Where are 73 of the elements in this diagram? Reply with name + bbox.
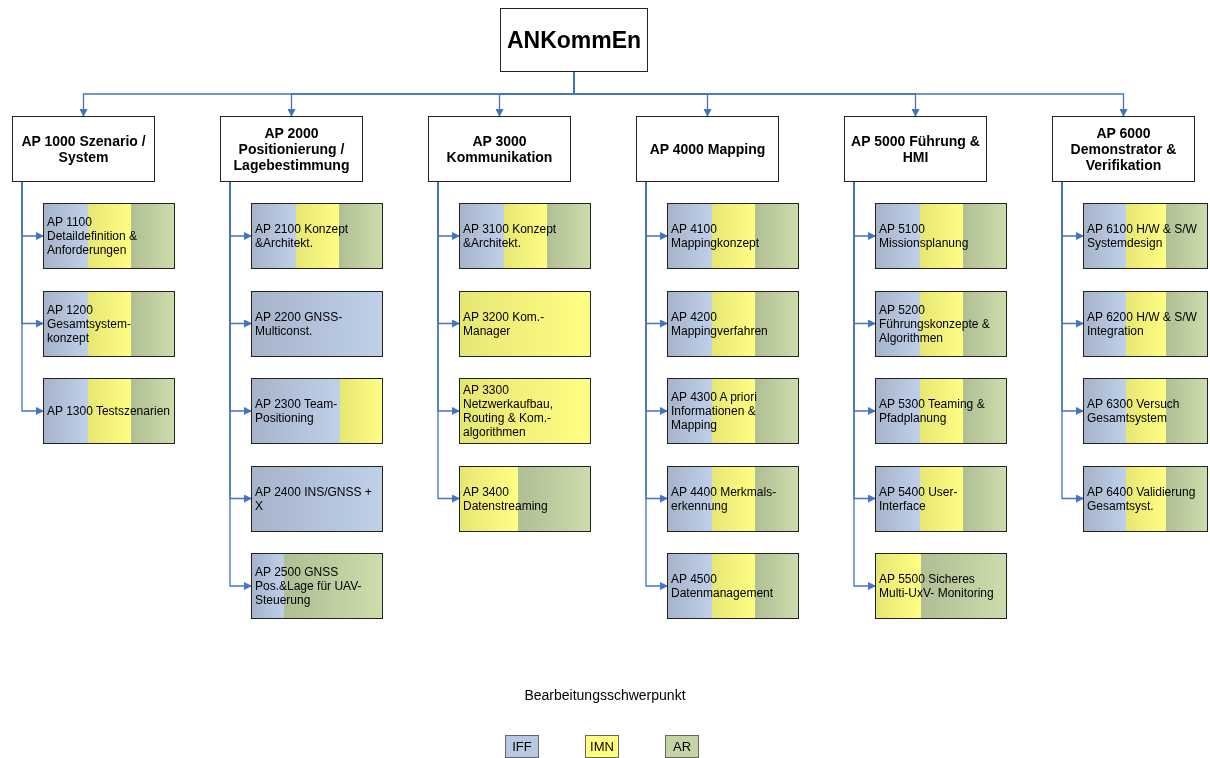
sub-package-box [667,553,799,619]
package-label: AP 5300 Teaming & Pfadplanung [879,397,986,425]
package-label: AP 6100 H/W & S/W Systemdesign [1087,222,1198,250]
package-label: AP 3200 Kom.- Manager [463,309,546,338]
work-package-box [428,116,571,182]
legend-heading: Bearbeitungsschwerpunkt [523,687,687,703]
package-label: AP 4100 Mappingkonzept [671,222,761,250]
work-package-box [220,116,363,182]
package-label: AP 5200 Führungskonzepte & Algorithmen [879,302,991,345]
package-label: AP 6000 Demonstrator & Verifikation [1069,125,1178,173]
arrow [21,181,44,415]
package-label: AP 4200 Mappingverfahren [671,309,769,338]
package-label: AP 5000 Führung & HMI [851,133,980,165]
package-label: AP 5100 Missionsplanung [879,222,970,250]
project-title: ANKommEn [506,26,642,54]
sub-package-box [459,465,591,532]
sub-package-box [667,378,799,444]
package-label: AP 2100 Konzept &Architekt. [255,222,350,250]
sub-package-box [251,290,383,357]
package-label: AP 3100 Konzept &Architekt. [463,222,558,250]
package-label: AP 2500 GNSS Pos.&Lage für UAV-Steuerung [255,565,363,607]
sub-package-box [667,290,799,357]
sub-package-box [43,203,175,269]
sub-package-box [251,203,383,269]
package-label: AP 2200 GNSS-Multiconst. [255,309,344,338]
arrow [437,181,460,503]
package-label: AP 3400 Datenstreaming [463,484,549,513]
sub-package-box [43,378,175,444]
package-label: AP 4400 Merkmals- erkennung [671,484,778,513]
package-label: AP 1300 Testszenarien [47,404,170,418]
sub-package-box [875,378,1007,444]
sub-package-box [667,203,799,269]
package-label: AP 2000 Positionierung / Lagebestimmung [232,125,351,173]
sub-package-box [875,465,1007,532]
package-label: AP 3000 Kommunikation [445,133,554,165]
legend-label: AR [672,739,692,754]
sub-package-box [667,465,799,532]
package-label: AP 2300 Team-Positioning [255,397,339,425]
sub-package-box [1083,465,1208,532]
project-box [500,8,648,72]
work-package-box [12,116,155,182]
package-label: AP 6300 Versuch Gesamtsystem [1087,397,1181,425]
sub-package-box [1083,290,1208,357]
sub-package-box [875,553,1007,619]
package-label: AP 5400 User-Interface [879,484,959,513]
package-label: AP 1000 Szenario / System [20,133,147,165]
package-label: AP 1100 Detaildefinition & Anforderungen [47,215,139,257]
legend-label: IMN [590,739,614,754]
work-package-box [636,116,779,182]
sub-package-box [459,203,591,269]
package-label: AP 1200 Gesamtsystem- konzept [47,302,132,345]
sub-package-box [459,378,591,444]
sub-package-box [875,203,1007,269]
sub-package-box [459,290,591,357]
sub-package-box [875,290,1007,357]
package-label: AP 2400 INS/GNSS + X [255,484,373,513]
sub-package-box [1083,378,1208,444]
package-label: AP 6400 Validierung Gesamtsyst. [1087,484,1197,513]
package-label: AP 3300 Netzwerkaufbau, Routing & Kom.- algorithmen [463,383,555,439]
work-package-box [844,116,987,182]
sub-package-box [1083,203,1208,269]
work-package-box [1052,116,1195,182]
package-label: AP 4000 Mapping [649,141,766,157]
package-label: AP 6200 H/W & S/W Integration [1087,309,1198,338]
sub-package-box [251,465,383,532]
sub-package-box [43,290,175,357]
package-label: AP 4500 Datenmanagement [671,572,775,600]
legend-label: IFF [512,739,532,754]
sub-package-box [251,553,383,619]
arrow [1061,181,1084,503]
package-label: AP 4300 A priori Informationen & Mapping [671,390,758,432]
sub-package-box [251,378,383,444]
package-label: AP 5500 Sicheres Multi-UxV- Monitoring [879,572,995,600]
